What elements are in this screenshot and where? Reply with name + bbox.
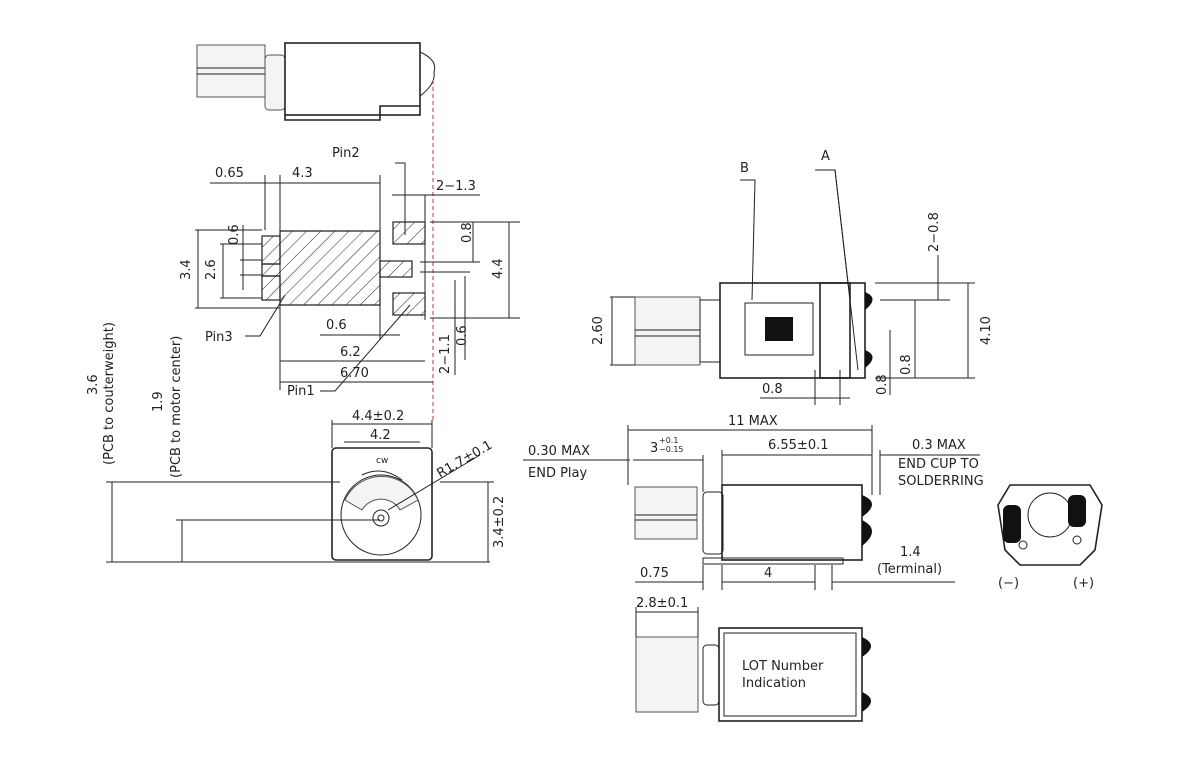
height-3-6: 3.6 <box>86 374 101 395</box>
terminal-label: (Terminal) <box>877 562 942 577</box>
front-height: 3.4±0.2 <box>492 496 507 548</box>
motor-top-left <box>196 42 436 420</box>
weight-length: 3 <box>650 441 658 456</box>
dim-0-8-horizontal: 0.8 <box>762 382 783 397</box>
dim-4: 4 <box>764 566 772 581</box>
dim-0-8-vertical-1: 0.8 <box>875 374 890 395</box>
side-view: 11 MAX 0.30 MAX END Play 3 +0.1 −0.15 6.… <box>523 414 984 590</box>
height-dims: 3.6 (PCB to couterweight) 1.9 (PCB to mo… <box>86 322 490 563</box>
body-length: 6.55±0.1 <box>768 438 829 453</box>
front-radius: R1.7±0.1 <box>435 438 496 482</box>
footprint: Pin2 0.65 4.3 2−1.3 0.6 0.8 3.4 2.6 4.4 … <box>179 146 520 399</box>
dim-6-70: 6.70 <box>340 366 369 381</box>
pin3-label: Pin3 <box>205 330 233 345</box>
terminal-plus: (+) <box>1073 576 1094 591</box>
dim-0-6-left: 0.6 <box>227 224 242 245</box>
bottom-view: 2.8±0.1 LOT Number Indication <box>635 596 871 722</box>
terminal-minus: (−) <box>998 576 1019 591</box>
dim-2-0-8: 2−0.8 <box>927 212 942 252</box>
end-view: (−) (+) <box>997 484 1103 591</box>
endcup-label-1: END CUP TO <box>898 457 979 472</box>
end-play-value: 0.30 MAX <box>528 444 590 459</box>
label-b: B <box>740 161 749 176</box>
height-1-9: 1.9 <box>151 391 166 412</box>
lot-number-line2: Indication <box>742 676 806 691</box>
pin1-label: Pin1 <box>287 384 315 399</box>
front-width-inner: 4.2 <box>370 428 391 443</box>
dim-0-6-bottom: 0.6 <box>326 318 347 333</box>
dim-0-6-vert: 0.6 <box>455 325 470 346</box>
dim-0-8-vertical-2: 0.8 <box>899 354 914 375</box>
label-a: A <box>821 149 830 164</box>
dim-2-1-3: 2−1.3 <box>436 179 476 194</box>
front-width-outer: 4.4±0.2 <box>352 409 404 424</box>
pin2-label: Pin2 <box>332 146 360 161</box>
dim-2-6: 2.6 <box>204 259 219 280</box>
dim-0-8-right: 0.8 <box>460 222 475 243</box>
dim-6-2: 6.2 <box>340 345 361 360</box>
dim-2-1-1: 2−1.1 <box>438 334 453 374</box>
top-view: B A 2−0.8 2.60 4.10 0.8 0.8 0.8 <box>591 149 994 405</box>
dim-4-4: 4.4 <box>491 258 506 279</box>
terminal-value: 1.4 <box>900 545 921 560</box>
weight-diameter: 2.8±0.1 <box>636 596 688 611</box>
weight-tol-plus: +0.1 <box>659 436 678 445</box>
front-rotation: cw <box>376 456 388 466</box>
dim-3-4: 3.4 <box>179 259 194 280</box>
dim-11-max: 11 MAX <box>728 414 778 429</box>
endcup-label-2: SOLDERRING <box>898 474 984 489</box>
dim-0-65: 0.65 <box>215 166 244 181</box>
height-3-6-note: (PCB to couterweight) <box>102 322 117 465</box>
front-view: 4.4±0.2 4.2 cw R1.7±0.1 3.4±0.2 <box>331 409 507 562</box>
height-1-9-note: (PCB to motor center) <box>169 336 184 478</box>
lot-number-line1: LOT Number <box>742 659 824 674</box>
endcup-value: 0.3 MAX <box>912 438 966 453</box>
weight-tol-minus: −0.15 <box>659 445 684 454</box>
dim-0-75: 0.75 <box>640 566 669 581</box>
dim-2-60: 2.60 <box>591 316 606 345</box>
end-play-label: END Play <box>528 466 587 481</box>
dim-4-3: 4.3 <box>292 166 313 181</box>
dim-4-10: 4.10 <box>979 316 994 345</box>
